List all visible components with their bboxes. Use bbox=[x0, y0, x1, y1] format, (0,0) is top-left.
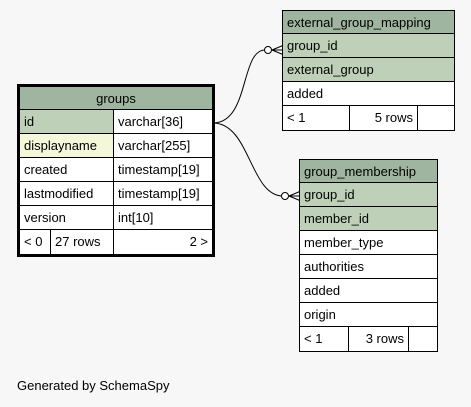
table-footer-row: < 1 5 rows bbox=[283, 106, 454, 130]
table-footer-row: < 1 3 rows bbox=[300, 327, 437, 351]
edge-groups-to-group-membership bbox=[212, 122, 284, 197]
column-name: id bbox=[20, 110, 113, 133]
table-row: external_group bbox=[283, 58, 454, 82]
table-row: group_id bbox=[300, 183, 437, 207]
child-count bbox=[417, 106, 454, 130]
row-count: 3 rows bbox=[348, 327, 408, 351]
table-row: id varchar[36] bbox=[20, 110, 212, 134]
child-count: 2 > bbox=[113, 230, 212, 254]
table-title: groups bbox=[20, 87, 212, 110]
column-name: origin bbox=[304, 307, 336, 322]
column-name: created bbox=[24, 162, 68, 177]
table-row: origin bbox=[300, 303, 437, 327]
column-name: member_id bbox=[304, 211, 370, 226]
child-count bbox=[408, 327, 437, 351]
parent-count: < 1 bbox=[287, 110, 306, 125]
table-row: lastmodified timestamp[19] bbox=[20, 182, 212, 206]
column-name: authorities bbox=[304, 259, 364, 274]
column-name: group_id bbox=[287, 38, 338, 53]
column-type: int[10] bbox=[113, 206, 212, 229]
table-row: member_id bbox=[300, 207, 437, 231]
table-row: added bbox=[300, 279, 437, 303]
edge-groups-to-external-group-mapping bbox=[212, 49, 267, 124]
column-type: timestamp[19] bbox=[113, 158, 212, 181]
table-row: displayname varchar[255] bbox=[20, 134, 212, 158]
generated-by-label: Generated by SchemaSpy bbox=[17, 378, 170, 393]
table-row: version int[10] bbox=[20, 206, 212, 230]
column-name: displayname bbox=[20, 134, 113, 157]
column-name: added bbox=[304, 283, 341, 298]
edge-end-circle bbox=[281, 192, 289, 200]
column-name: added bbox=[287, 86, 324, 101]
table-group-membership[interactable]: group_membership group_id member_id memb… bbox=[299, 159, 438, 352]
table-row: member_type bbox=[300, 231, 437, 255]
table-footer-row: < 0 27 rows 2 > bbox=[20, 230, 212, 254]
row-count: 27 rows bbox=[50, 230, 113, 254]
column-type: varchar[255] bbox=[113, 134, 212, 157]
table-title: external_group_mapping bbox=[283, 11, 454, 34]
column-type: timestamp[19] bbox=[113, 182, 212, 205]
parent-count: < 0 bbox=[24, 234, 43, 249]
table-groups[interactable]: groups id varchar[36] displayname varcha… bbox=[17, 84, 215, 257]
edge-end-circle bbox=[264, 46, 272, 54]
table-row: added bbox=[283, 82, 454, 106]
column-name: external_group bbox=[287, 62, 374, 77]
column-type: varchar[36] bbox=[113, 110, 212, 133]
table-title: group_membership bbox=[300, 160, 437, 183]
table-row: authorities bbox=[300, 255, 437, 279]
row-count: 5 rows bbox=[349, 106, 417, 130]
table-external-group-mapping[interactable]: external_group_mapping group_id external… bbox=[282, 10, 455, 131]
column-name: lastmodified bbox=[24, 186, 94, 201]
table-row: created timestamp[19] bbox=[20, 158, 212, 182]
column-name: group_id bbox=[304, 187, 355, 202]
parent-count: < 1 bbox=[304, 331, 323, 346]
column-name: version bbox=[24, 210, 66, 225]
table-row: group_id bbox=[283, 34, 454, 58]
column-name: member_type bbox=[304, 235, 384, 250]
